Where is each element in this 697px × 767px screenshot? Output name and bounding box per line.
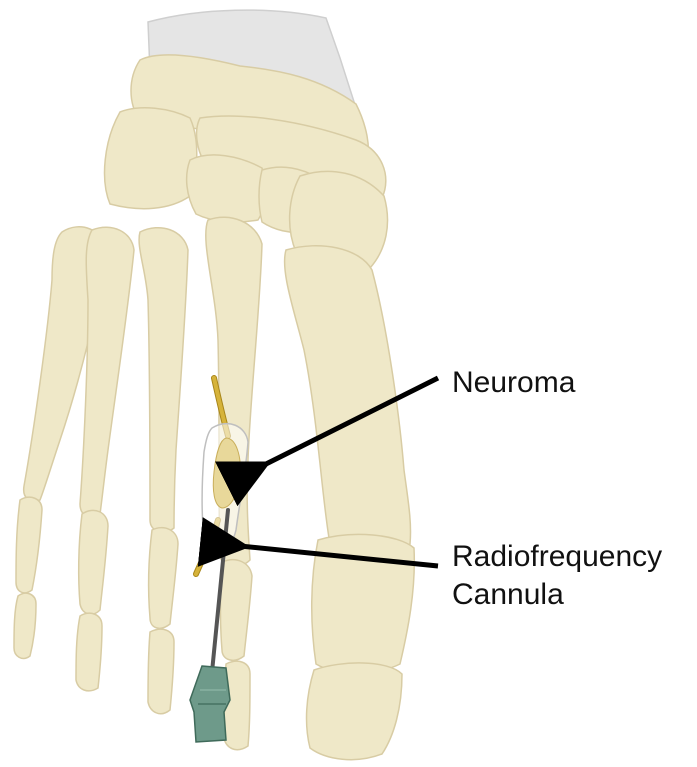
phalanx-3-proximal bbox=[149, 528, 178, 629]
phalanx-4-proximal bbox=[79, 510, 108, 614]
lateral-cuneiform bbox=[187, 155, 266, 222]
cuboid-bone bbox=[105, 108, 197, 209]
cannula-label: Radiofrequency Cannula bbox=[452, 538, 662, 614]
phalanx-3-distal bbox=[148, 629, 174, 713]
phalanx-5-distal bbox=[14, 593, 36, 658]
metatarsal-3 bbox=[139, 228, 188, 532]
phalanx-1-distal bbox=[307, 663, 402, 760]
neuroma-label: Neuroma bbox=[452, 364, 575, 402]
phalanx-2-proximal bbox=[221, 560, 253, 661]
cannula-label-line2: Cannula bbox=[452, 576, 662, 614]
metatarsal-4 bbox=[80, 227, 134, 517]
phalanx-4-distal bbox=[76, 613, 102, 691]
cannula-label-line1: Radiofrequency bbox=[452, 538, 662, 576]
phalanx-5-proximal bbox=[16, 497, 42, 593]
